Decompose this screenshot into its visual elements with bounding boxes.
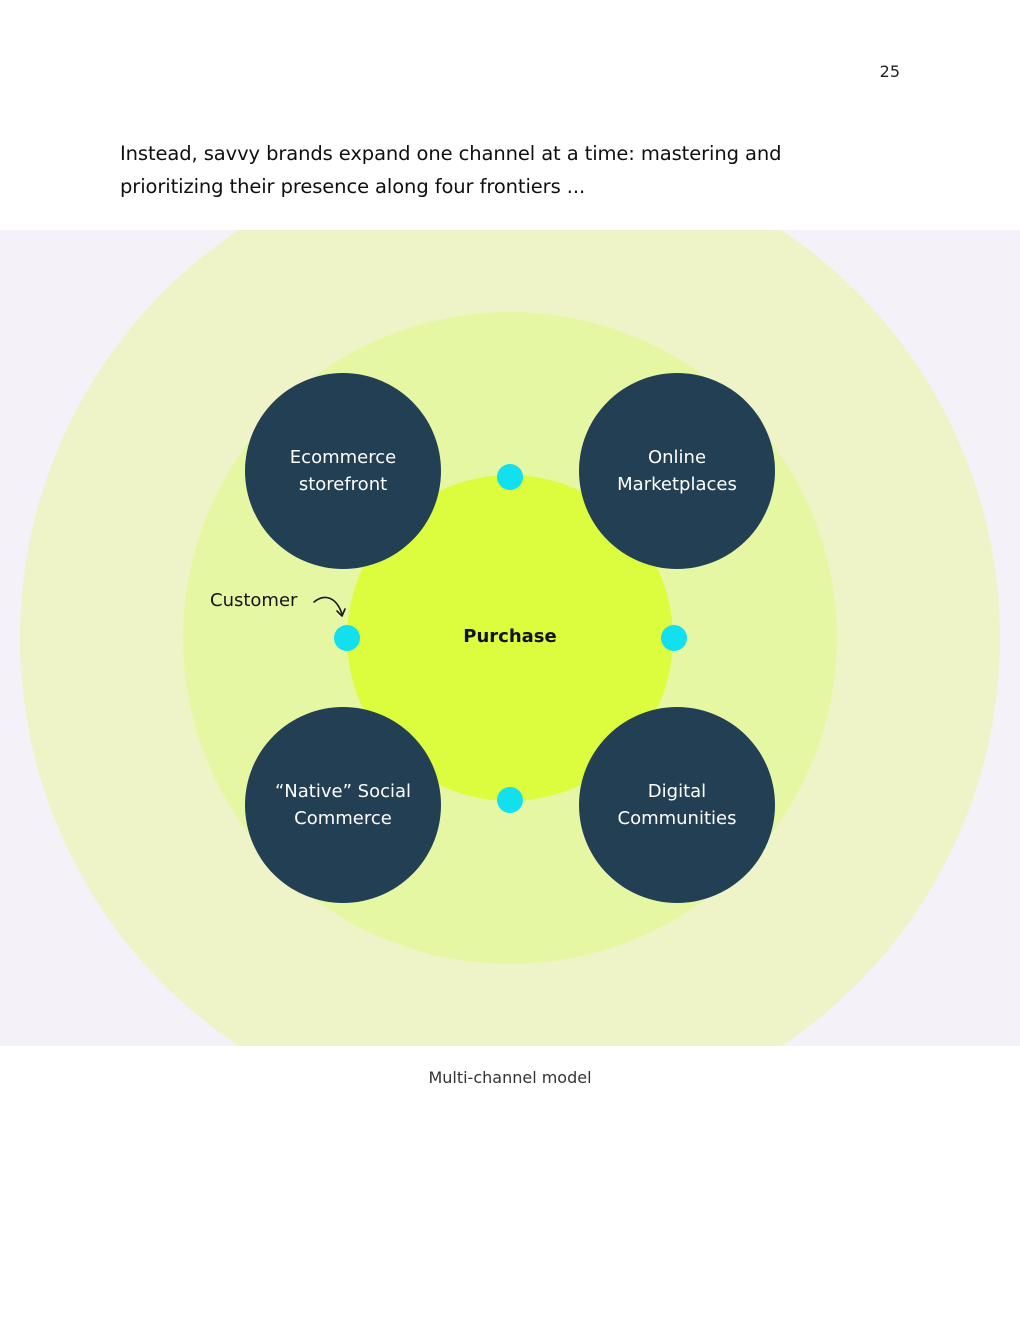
channel-online-marketplaces: Online Marketplaces bbox=[579, 373, 775, 569]
channel-native-social-commerce: “Native” Social Commerce bbox=[245, 707, 441, 903]
channel-ecommerce-storefront: Ecommerce storefront bbox=[245, 373, 441, 569]
channel-label: Digital Communities bbox=[617, 781, 737, 829]
purchase-label: Purchase bbox=[463, 626, 557, 647]
touchpoint-dot-bottom bbox=[497, 787, 523, 813]
channel-digital-communities: Digital Communities bbox=[579, 707, 775, 903]
channel-label: “Native” Social Commerce bbox=[274, 781, 412, 829]
page-number: 25 bbox=[879, 62, 900, 81]
touchpoint-dot-top bbox=[497, 464, 523, 490]
customer-label: Customer bbox=[210, 590, 298, 611]
multi-channel-diagram: Purchase Ecommerce storefront Online Mar… bbox=[0, 230, 1020, 1046]
intro-paragraph: Instead, savvy brands expand one channel… bbox=[120, 141, 782, 198]
channel-label: Online Marketplaces bbox=[617, 447, 737, 495]
channel-label: Ecommerce storefront bbox=[289, 447, 397, 495]
touchpoint-dot-right bbox=[661, 625, 687, 651]
curved-arrow-icon bbox=[313, 596, 346, 617]
figure-caption: Multi-channel model bbox=[428, 1068, 592, 1087]
touchpoint-dot-left bbox=[334, 625, 360, 651]
